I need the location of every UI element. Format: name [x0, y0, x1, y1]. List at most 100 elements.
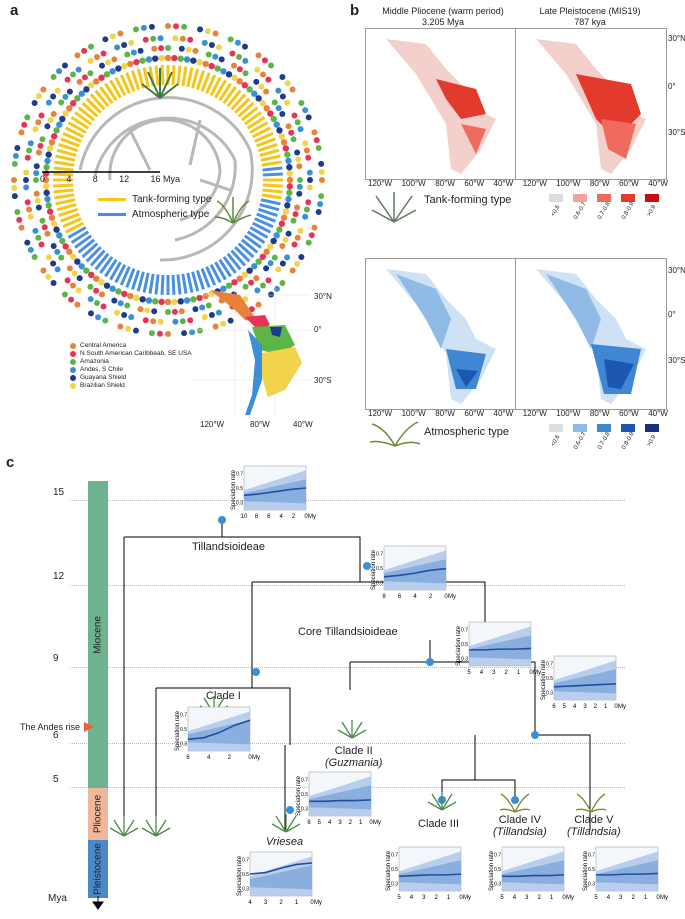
- lat-30n-bottom: 30°N: [668, 266, 685, 275]
- region-dot: [227, 317, 234, 324]
- xtick-label: 0: [304, 514, 308, 520]
- tip-bar: [64, 126, 85, 139]
- region-dot: [44, 157, 51, 165]
- region-dot: [11, 177, 17, 183]
- region-dot: [88, 310, 94, 317]
- node-clade-v: Clade V(Tillandsia): [567, 814, 621, 838]
- region-dot: [121, 41, 128, 48]
- tip-bar: [230, 93, 247, 111]
- tip-bar: [191, 68, 200, 89]
- region-dot: [157, 35, 164, 42]
- region-dot: [69, 253, 77, 260]
- region-dot: [286, 170, 294, 177]
- xtick-label: Mya: [618, 704, 626, 710]
- ytick-label: 0.7: [494, 852, 501, 858]
- region-dot: [115, 65, 122, 72]
- tip-bar: [240, 106, 259, 122]
- xtick-label: 3: [492, 670, 496, 676]
- region-dot: [11, 185, 18, 192]
- region-dot: [121, 290, 128, 298]
- region-dot: [87, 70, 94, 77]
- region-dot: [23, 177, 29, 183]
- region-dot: [121, 312, 128, 319]
- scale-swatch: [621, 194, 635, 202]
- tip-bar: [119, 74, 131, 94]
- ytick-label: 0.7: [391, 852, 398, 858]
- tip-bar: [261, 160, 282, 167]
- region-dot: [318, 168, 325, 175]
- region-dot: [279, 280, 286, 287]
- tip-bar: [70, 230, 90, 244]
- region-dot: [62, 93, 69, 100]
- tip-bar: [60, 212, 80, 223]
- map-atmo-pleistocene: [515, 258, 667, 410]
- ytick-label: 0.5: [301, 792, 308, 798]
- region-dot: [42, 183, 50, 190]
- xtick-label: 1: [295, 900, 299, 906]
- region-dot: [255, 301, 262, 308]
- region-dot: [54, 87, 61, 94]
- region-dot: [83, 267, 90, 274]
- xtick-label: 4: [280, 514, 284, 520]
- region-dot: [279, 111, 286, 117]
- map-tank-pleistocene: [515, 28, 667, 180]
- tip-bar: [246, 116, 266, 130]
- region-dot: [56, 121, 63, 128]
- region-dot: [69, 71, 76, 78]
- region-dot: [14, 209, 21, 216]
- xtick-label: 4: [607, 895, 611, 901]
- tip-bar: [55, 198, 76, 206]
- scale-item: 0.6-0.7: [570, 194, 590, 221]
- region-dot: [98, 74, 105, 81]
- region-dot: [298, 100, 305, 106]
- region-dot: [43, 189, 50, 196]
- region-dot: [172, 35, 179, 42]
- age-unit: Mya: [48, 893, 67, 904]
- region-dot: [33, 190, 40, 197]
- xtick-label: 4: [248, 900, 252, 906]
- region-dot: [78, 90, 85, 97]
- region-dot: [75, 287, 82, 294]
- xtick-label: 0: [369, 820, 373, 826]
- region-dot: [98, 279, 105, 286]
- xtick-label: 10: [241, 514, 248, 520]
- panel-b-letter: b: [350, 2, 360, 19]
- xtick-label: 2: [538, 895, 542, 901]
- tip-bar: [125, 72, 136, 92]
- region-dot: [124, 51, 131, 58]
- bromeliad-icon: [141, 68, 179, 99]
- speciation-ylabel: Speciation rate: [541, 659, 547, 700]
- region-dot: [236, 78, 243, 85]
- region-dot: [54, 266, 61, 273]
- region-dot: [94, 299, 100, 306]
- region-dot: [178, 308, 185, 315]
- region-dot: [48, 139, 56, 146]
- xtick-label: Mya: [448, 594, 456, 600]
- tip-bar: [154, 65, 160, 86]
- region-dot: [259, 100, 267, 107]
- region-dot: [45, 273, 52, 280]
- tip-bar: [142, 67, 150, 88]
- xtick-label: 4: [573, 704, 577, 710]
- region-dot: [208, 62, 215, 70]
- region-dot: [255, 258, 262, 265]
- map-atmo-pliocene: [365, 258, 517, 410]
- region-dot: [127, 292, 134, 300]
- xtick-label: 1: [517, 670, 521, 676]
- region-dot: [24, 239, 31, 246]
- region-dot: [139, 57, 146, 64]
- region-dot: [103, 282, 111, 289]
- tip-bar: [55, 154, 76, 162]
- region-dot: [291, 241, 298, 248]
- region-dot: [276, 226, 283, 233]
- tip-bar: [195, 269, 205, 290]
- region-dot: [242, 43, 248, 50]
- xtick-label: 2: [594, 704, 598, 710]
- region-dot: [23, 169, 30, 176]
- tip-bar: [195, 70, 205, 91]
- region-dot: [319, 177, 325, 183]
- tip-bar: [125, 268, 136, 288]
